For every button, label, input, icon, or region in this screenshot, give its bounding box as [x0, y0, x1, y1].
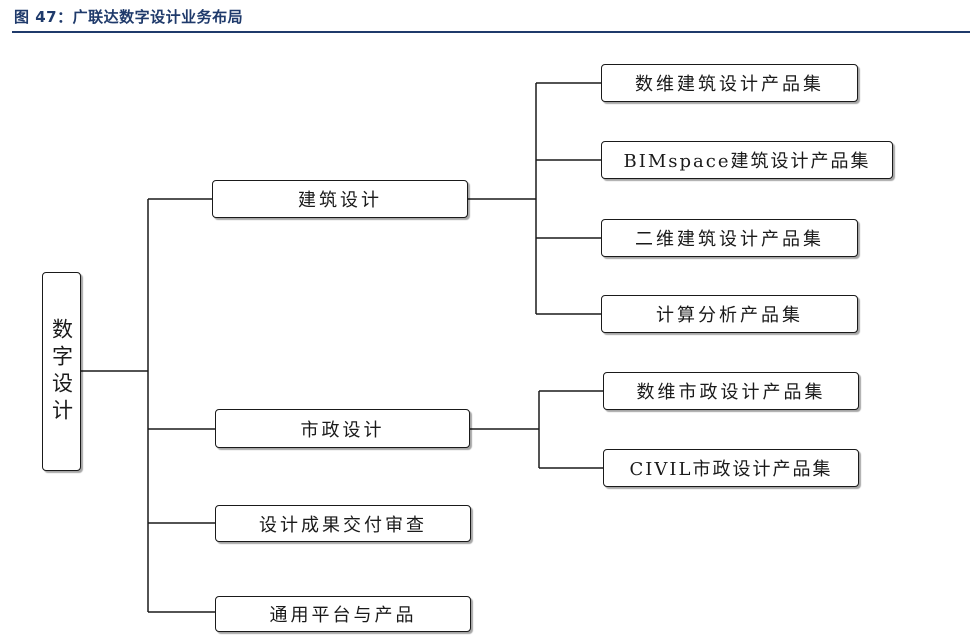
- node-label: 计算分析产品集: [656, 305, 803, 326]
- node-label: 市政设计: [300, 419, 385, 441]
- node-label: 通用平台与产品: [269, 605, 417, 626]
- node-label: 数维市政设计产品集: [636, 382, 826, 403]
- node-muni-shuwei: 数维市政设计产品集: [603, 372, 859, 410]
- node-muni-civil: CIVIL市政设计产品集: [603, 449, 859, 487]
- title-divider: [12, 31, 970, 33]
- node-general-platform: 通用平台与产品: [215, 596, 471, 632]
- node-arch-bimspace: BIMspace建筑设计产品集: [601, 141, 893, 179]
- node-municipal-design: 市政设计: [215, 409, 470, 448]
- root-node-label: 数字设计: [49, 317, 74, 426]
- node-label: CIVIL市政设计产品集: [629, 459, 833, 480]
- node-arch-2d: 二维建筑设计产品集: [601, 219, 858, 257]
- node-label: 二维建筑设计产品集: [635, 229, 824, 250]
- node-architecture-design: 建筑设计: [212, 180, 468, 218]
- node-label: BIMspace建筑设计产品集: [623, 151, 871, 172]
- root-node-digital-design: 数字设计: [42, 272, 81, 471]
- node-arch-analysis: 计算分析产品集: [601, 295, 858, 333]
- figure-title: 图 47：广联达数字设计业务布局: [14, 8, 244, 26]
- node-arch-shuwei: 数维建筑设计产品集: [601, 64, 858, 102]
- node-delivery-review: 设计成果交付审查: [215, 505, 471, 542]
- node-label: 设计成果交付审查: [259, 514, 427, 536]
- node-label: 数维建筑设计产品集: [635, 74, 824, 95]
- node-label: 建筑设计: [298, 190, 382, 211]
